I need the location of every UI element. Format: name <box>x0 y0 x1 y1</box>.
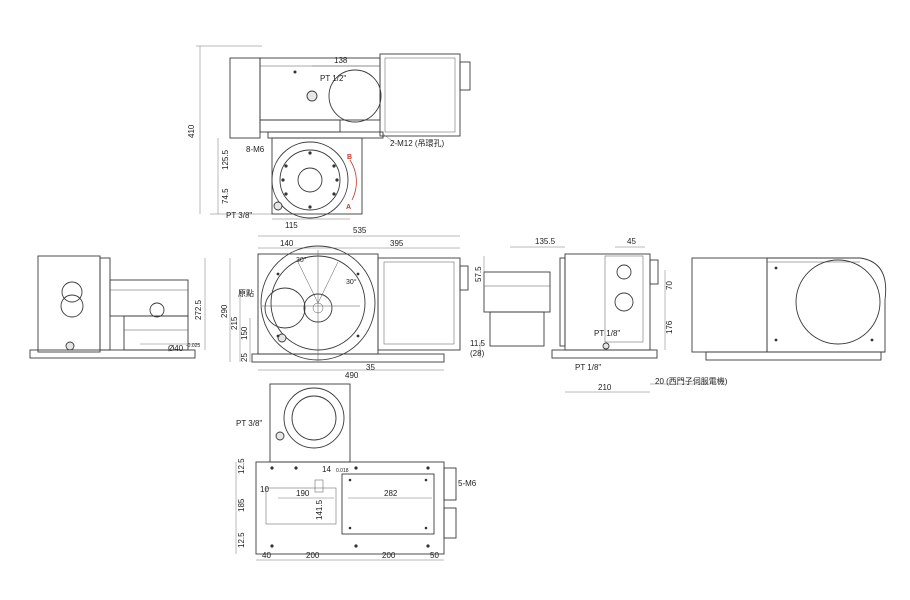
bottom-dim-40: 40 <box>262 551 271 560</box>
left-dim-272-5: 272.5 <box>194 299 203 320</box>
bottom-tolerance: 0.018 <box>336 468 349 474</box>
top-label-8m6: 8-M6 <box>246 145 265 154</box>
bottom-dim-12-5-top: 12.5 <box>237 458 246 474</box>
front-dim-140: 140 <box>280 239 294 248</box>
side-dim-57-5: 57.5 <box>474 266 483 282</box>
front-dim-25: 25 <box>240 353 249 362</box>
bottom-dim-141-5: 141.5 <box>315 499 324 520</box>
rotation-a-label: A <box>346 204 351 211</box>
top-label-pt12: PT 1/2" <box>320 74 346 83</box>
bottom-dim-190: 190 <box>296 489 310 498</box>
side-dim-28: (28) <box>470 349 485 358</box>
rear-view <box>691 257 887 361</box>
front-angle-right: 30° <box>346 278 357 286</box>
side-dim-210: 210 <box>598 383 612 392</box>
front-dim-35: 35 <box>366 363 375 372</box>
top-dim-125-5: 125.5 <box>221 149 230 170</box>
top-dim-74-5: 74.5 <box>221 188 230 204</box>
side-view: 135.5 45 57.5 70 176 11.5 (28) 210 PT 1/… <box>470 237 728 393</box>
rotation-b-label: B <box>347 154 352 161</box>
front-view: 535 140 395 490 290 215 150 25 35 原點 30°… <box>220 226 469 380</box>
bottom-dim-12-5-bottom: 12.5 <box>237 532 246 548</box>
left-dim-d40: Ø40 <box>168 344 184 353</box>
left-view: 272.5 Ø40 -0.025 <box>29 255 206 359</box>
left-tolerance: -0.025 <box>186 343 200 349</box>
top-dim-410: 410 <box>187 124 196 138</box>
side-dim-11-5: 11.5 <box>470 339 486 348</box>
top-label-pt38: PT 3/8" <box>226 211 252 220</box>
front-label-origin: 原點 <box>238 288 254 298</box>
bottom-label-pt38: PT 3/8" <box>236 419 262 428</box>
bottom-dim-200-b: 200 <box>382 551 396 560</box>
side-dim-135-5: 135.5 <box>535 237 556 246</box>
top-dim-115: 115 <box>285 221 298 230</box>
bottom-dim-10: 10 <box>260 485 269 494</box>
side-dim-45: 45 <box>627 237 636 246</box>
bottom-label-5m6: 5-M6 <box>458 479 477 488</box>
side-label-pt18-b: PT 1/8" <box>575 363 601 372</box>
front-dim-395: 395 <box>390 239 404 248</box>
front-dim-535: 535 <box>353 226 367 235</box>
front-dim-490: 490 <box>345 371 359 380</box>
side-dim-176: 176 <box>665 320 674 334</box>
side-label-motor: 20 (西門子伺服電機) <box>655 376 728 386</box>
front-angle-left: 30° <box>296 256 307 264</box>
side-label-pt18-a: PT 1/8" <box>594 329 620 338</box>
bottom-dim-14: 14 <box>322 465 331 474</box>
bottom-dim-282: 282 <box>384 489 398 498</box>
side-dim-70: 70 <box>665 281 674 290</box>
top-dim-138: 138 <box>334 56 348 65</box>
front-dim-215: 215 <box>230 316 239 330</box>
bottom-view: 14 0.018 12.5 10 190 282 185 141.5 12.5 … <box>235 383 477 561</box>
front-dim-150: 150 <box>240 326 249 340</box>
bottom-dim-200-a: 200 <box>306 551 320 560</box>
bottom-dim-50: 50 <box>430 551 439 560</box>
top-label-2m12: 2-M12 (吊環孔) <box>390 139 445 148</box>
front-dim-290: 290 <box>220 304 229 318</box>
bottom-dim-185: 185 <box>237 498 246 512</box>
top-view: B A 138 410 125.5 74.5 115 PT 1/2" 8-M6 … <box>187 45 471 230</box>
